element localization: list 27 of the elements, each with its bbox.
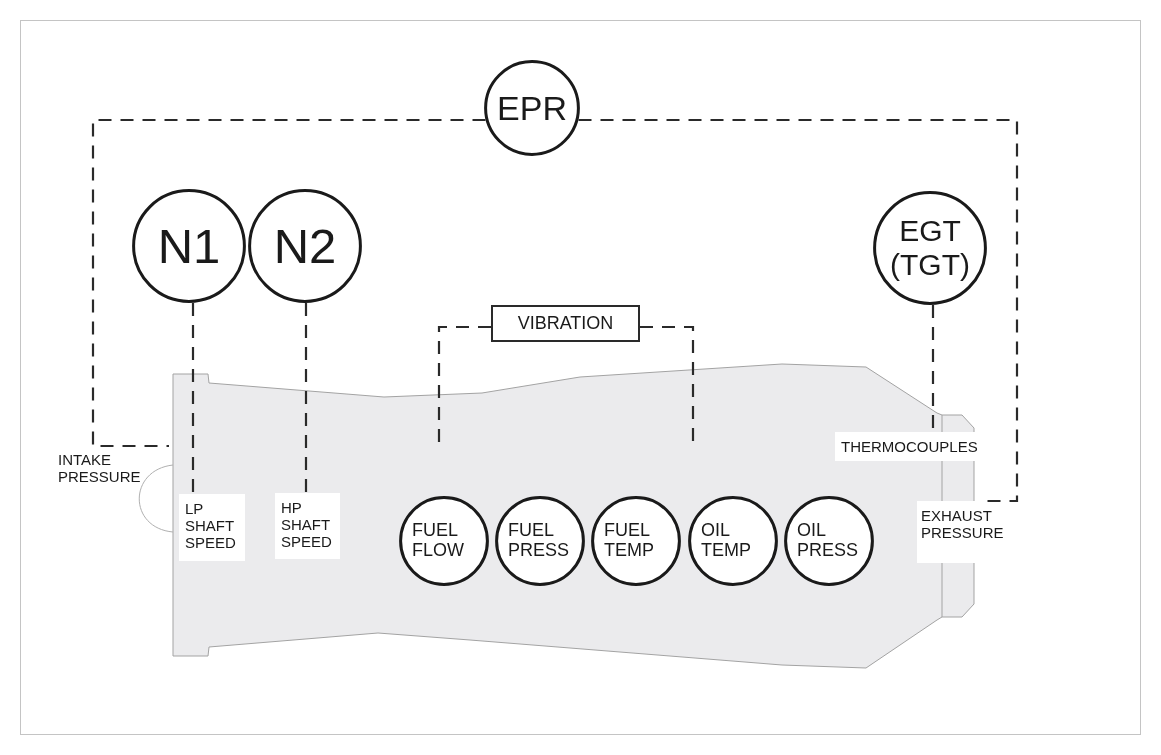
gauge-label: N2 [273, 221, 337, 271]
gauge-circle [248, 189, 362, 303]
dashed-connector [191, 302, 195, 494]
sensor-label: LP SHAFT SPEED [179, 494, 245, 561]
gauge-circle [873, 191, 987, 305]
gauge-circle [591, 496, 681, 586]
dashed-connector [578, 118, 1019, 503]
gauge-circle [688, 496, 778, 586]
gauge-circle [399, 496, 489, 586]
gauge-label: OIL PRESS [797, 521, 860, 561]
gauge-label: FUEL FLOW [412, 521, 465, 561]
gauge-label: OIL TEMP [701, 521, 752, 561]
sensor-label: INTAKE PRESSURE [56, 446, 172, 490]
indicator-box: VIBRATION [491, 305, 640, 342]
gauge-circle [132, 189, 246, 303]
dashed-connector [437, 325, 491, 445]
gauge-label: N1 [157, 221, 221, 271]
gauge-label: EPR [497, 91, 567, 125]
dashed-connector [304, 303, 308, 493]
gauge-label: FUEL TEMP [604, 521, 655, 561]
gauge-label: EGT (TGT) [889, 214, 971, 282]
gauge-circle [495, 496, 585, 586]
gauge-circle [484, 60, 580, 156]
sensor-label: HP SHAFT SPEED [275, 493, 340, 559]
dashed-connector [91, 118, 486, 448]
gauge-circle [784, 496, 874, 586]
gauge-label: FUEL PRESS [508, 521, 571, 561]
